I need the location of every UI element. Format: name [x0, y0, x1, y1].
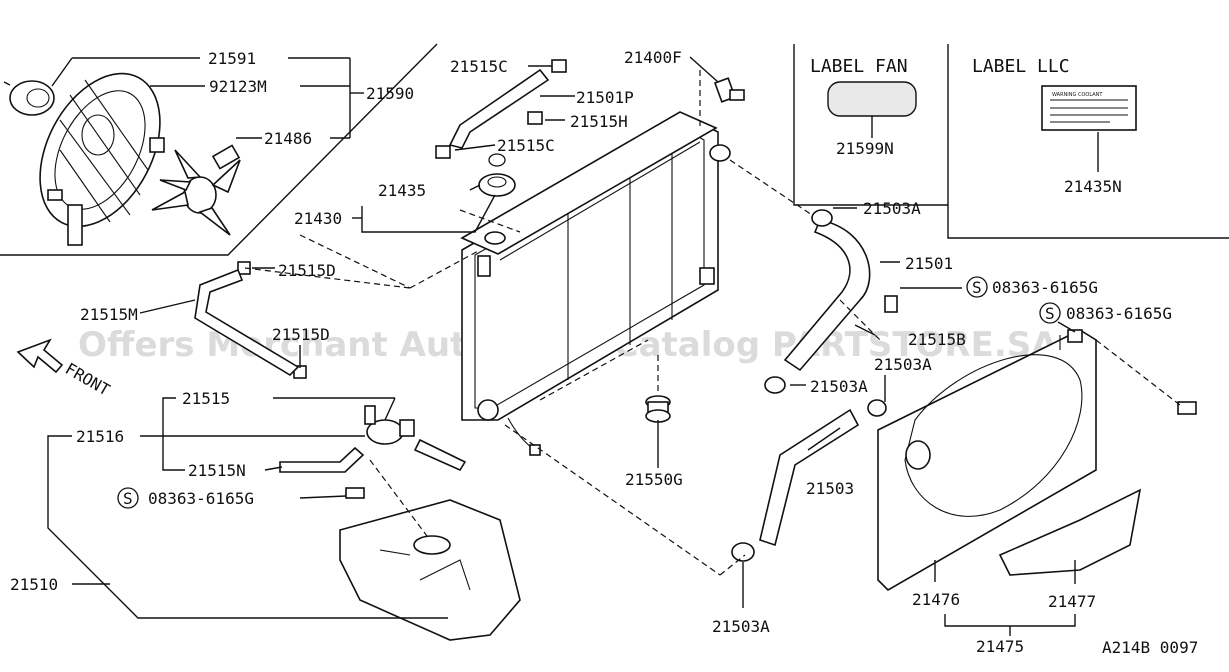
label-llc-title: LABEL LLC [972, 56, 1070, 77]
panel-borders [0, 43, 1229, 256]
part-label-21599N: 21599N [836, 139, 894, 158]
part-label-21515C-mid: 21515C [497, 136, 555, 155]
screw-symbol-2: S [1045, 304, 1055, 323]
part-label-21400F: 21400F [624, 48, 682, 67]
part-label-21435N: 21435N [1064, 177, 1122, 196]
screw-symbol-1: S [972, 278, 982, 297]
radiator-cap-drawing [478, 153, 516, 197]
part-label-21501: 21501 [905, 254, 953, 273]
label-llc-tag-text: WARNING COOLANT [1052, 92, 1103, 98]
part-label-21503A-4: 21503A [712, 617, 770, 636]
part-label-21590: 21590 [366, 84, 414, 103]
part-label-21477: 21477 [1048, 592, 1096, 611]
part-label-21475: 21475 [976, 637, 1024, 656]
front-label: FRONT [62, 359, 114, 400]
part-label-21515D-1: 21515D [278, 261, 336, 280]
part-label-21435: 21435 [378, 181, 426, 200]
part-label-21515N: 21515N [188, 461, 246, 480]
fan-leaders [51, 57, 364, 139]
part-label-21516: 21516 [76, 427, 124, 446]
reservoir-tank-drawing [279, 405, 521, 641]
part-label-21591: 21591 [208, 49, 256, 68]
part-label-21503A-3: 21503A [810, 377, 868, 396]
part-label-21515C-top: 21515C [450, 57, 508, 76]
grommet-drawing [645, 395, 671, 423]
dashed-relation-lines [244, 70, 1181, 576]
lower-hose-drawing [731, 376, 887, 562]
part-label-21515D-2: 21515D [272, 325, 330, 344]
part-label-21515M: 21515M [80, 305, 138, 324]
part-label-21503: 21503 [806, 479, 854, 498]
part-label-21476: 21476 [912, 590, 960, 609]
part-label-21486: 21486 [264, 129, 312, 148]
part-label-21510: 21510 [10, 575, 58, 594]
reservoir-hose-drawing [194, 268, 300, 377]
part-label-21515: 21515 [182, 389, 230, 408]
fan-motor-assembly-drawing [3, 72, 241, 246]
drain-plug-drawing [713, 77, 745, 103]
label-fan-title: LABEL FAN [810, 56, 908, 77]
leader-lines [47, 56, 1076, 636]
screw-symbols [117, 276, 1061, 509]
upper-hose-drawing [783, 209, 871, 372]
screw-symbol-3: S [123, 489, 133, 508]
part-label-21501P: 21501P [576, 88, 634, 107]
label-llc-panel [1041, 85, 1137, 172]
part-number-labels: 21591 92123M 21590 21486 21515C 21501P 2… [10, 48, 1172, 656]
part-label-21430: 21430 [294, 209, 342, 228]
part-label-21515B: 21515B [908, 330, 966, 349]
part-label-92123M: 92123M [209, 77, 267, 96]
part-label-21503A-2: 21503A [874, 355, 932, 374]
part-label-08363-2: 08363-6165G [1066, 304, 1172, 323]
part-label-08363-1: 08363-6165G [992, 278, 1098, 297]
part-label-21515H: 21515H [570, 112, 628, 131]
bolts-drawing [884, 295, 1197, 415]
front-arrow-icon [16, 338, 64, 374]
part-label-21503A-1: 21503A [863, 199, 921, 218]
diagram-code: A214B 0097 [1102, 638, 1198, 657]
part-label-08363-3: 08363-6165G [148, 489, 254, 508]
label-fan-panel [827, 81, 917, 138]
part-label-21550G: 21550G [625, 470, 683, 489]
radiator-drawing [460, 111, 731, 456]
